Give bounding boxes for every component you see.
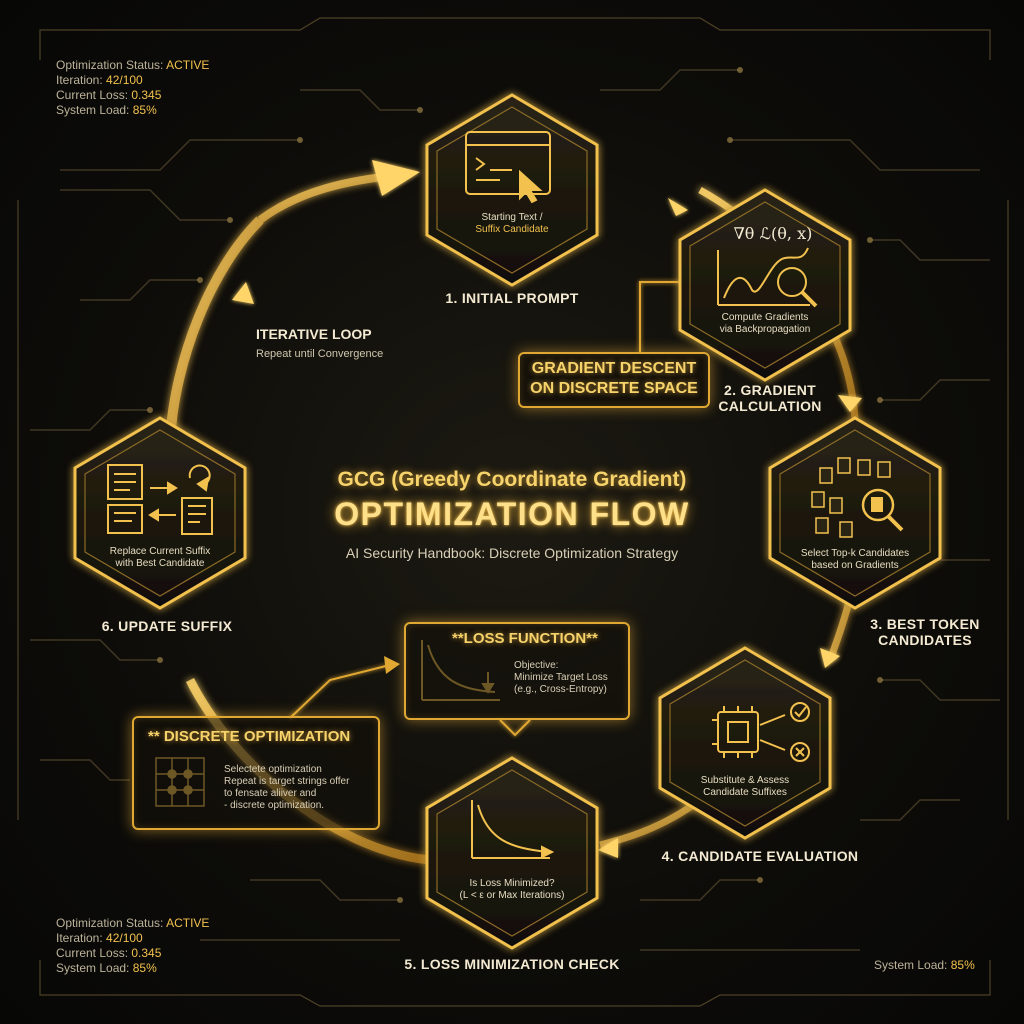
- hexagons: [73, 93, 942, 950]
- document-cluster-search-icon: [811, 457, 904, 538]
- status-panel-bottom: Optimization Status: ACTIVE Iteration: 4…: [56, 916, 209, 976]
- step4-description: Substitute & Assess Candidate Suffixes: [700, 775, 790, 798]
- step4-label: 4. CANDIDATE EVALUATION: [661, 848, 859, 864]
- step3-description: Select Top-k Candidates based on Gradien…: [800, 548, 910, 571]
- title-block: GCG (Greedy Coordinate Gradient) OPTIMIZ…: [262, 468, 762, 561]
- title-line-2: OPTIMIZATION FLOW: [334, 496, 690, 532]
- loss-function-text: Objective: Minimize Target Loss (e.g., C…: [514, 660, 608, 695]
- frame-lines: [17, 17, 1009, 1007]
- loss-function-title: **LOSS FUNCTION**: [452, 630, 598, 647]
- load-line: System Load: 85%: [56, 103, 157, 117]
- step2-label: 2. GRADIENT CALCULATION: [718, 382, 822, 414]
- step1-description: Starting Text / Suffix Candidate: [475, 212, 549, 235]
- loop-subtitle: Repeat until Convergence: [256, 348, 384, 360]
- flow-arrows: [232, 160, 862, 858]
- loss-function-box: **LOSS FUNCTION** Objective: Minimize Ta…: [404, 622, 630, 720]
- subtitle: AI Security Handbook: Discrete Optimizat…: [345, 545, 679, 561]
- discrete-optimization-title: ** DISCRETE OPTIMIZATION: [148, 728, 351, 745]
- gradient-formula: ∇θ ℒ(θ, x): [733, 224, 813, 243]
- loop-label: ITERATIVE LOOP Repeat until Convergence: [256, 326, 416, 360]
- step5-label: 5. LOSS MINIMIZATION CHECK: [404, 956, 620, 972]
- step3-label: 3. BEST TOKEN CANDIDATES: [870, 616, 980, 648]
- step6-description: Replace Current Suffix with Best Candida…: [109, 546, 211, 569]
- title-line-1: GCG (Greedy Coordinate Gradient): [337, 468, 687, 491]
- step5-description: Is Loss Minimized? (L < ε or Max Iterati…: [459, 878, 565, 901]
- loss-curve-icon: [471, 800, 555, 859]
- status-panel-right: System Load: 85%: [874, 958, 975, 972]
- chip-check-cross-icon: [712, 702, 810, 762]
- discrete-optimization-text: Selectete optimization Repeat is target …: [224, 764, 350, 811]
- iteration-line: Iteration: 42/100: [56, 73, 143, 87]
- load-line: System Load: 85%: [56, 961, 157, 975]
- step2-description: Compute Gradients via Backpropagation: [719, 312, 811, 335]
- loss-line: Current Loss: 0.345: [56, 946, 162, 960]
- loop-title: ITERATIVE LOOP: [256, 326, 372, 342]
- hexagon-inner-borders: [84, 106, 931, 937]
- gradient-chart-magnifier-icon: [717, 247, 818, 308]
- status-line: Optimization Status: ACTIVE: [56, 916, 210, 930]
- step1-label: 1. INITIAL PROMPT: [445, 290, 579, 306]
- gradient-descent-callout: GRADIENT DESCENT ON DISCRETE SPACE: [518, 352, 710, 408]
- discrete-optimization-box: ** DISCRETE OPTIMIZATION Selectete optim…: [132, 716, 380, 830]
- iteration-line: Iteration: 42/100: [56, 931, 143, 945]
- code-window-cursor-icon: [465, 131, 551, 204]
- swap-suffix-icon: [107, 464, 213, 535]
- status-line: Optimization Status: ACTIVE: [56, 58, 210, 72]
- step6-label: 6. UPDATE SUFFIX: [101, 618, 233, 634]
- loss-line: Current Loss: 0.345: [56, 88, 162, 102]
- status-panel-top: Optimization Status: ACTIVE Iteration: 4…: [56, 58, 209, 118]
- connector-arrowhead: [384, 656, 400, 674]
- circuit-nodes: [147, 67, 883, 903]
